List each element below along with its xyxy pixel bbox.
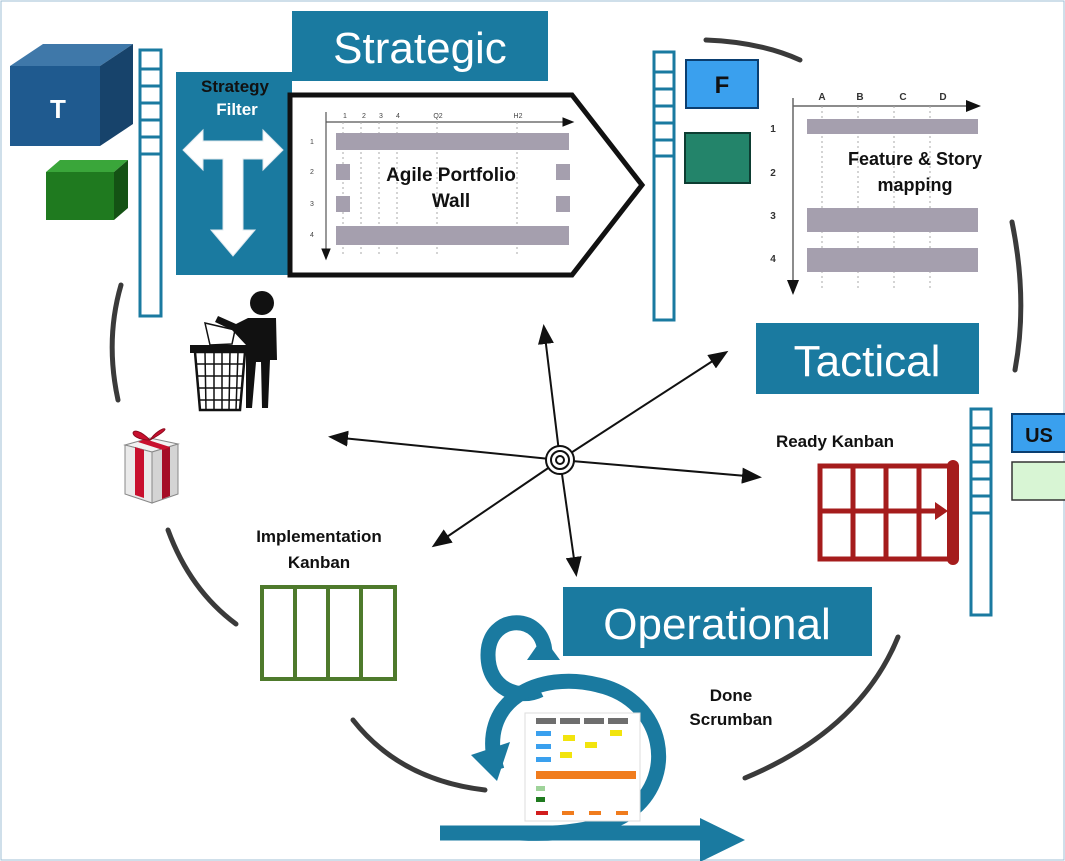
story-backlog-column [969, 407, 993, 617]
map-col-label: C [899, 92, 906, 103]
user-story-box [1011, 413, 1065, 453]
box-t-label: T [50, 94, 66, 124]
wall-row-label: 3 [310, 201, 314, 208]
map-col-label: A [818, 92, 825, 103]
story-map: A B C D 1 2 3 4 Feature & Story mapping [770, 92, 982, 295]
wall-row-label: 4 [310, 232, 314, 239]
strategic-label: Strategic [333, 24, 507, 73]
portfolio-wall-title: Agile Portfolio [386, 165, 516, 186]
implementation-kanban-title: Implementation [256, 527, 382, 546]
theme-cube: T [10, 44, 133, 146]
hub-inner-ring [555, 455, 565, 465]
trash-icon [190, 321, 250, 412]
arc-left-lower [165, 527, 239, 627]
wall-col-label: H2 [514, 113, 523, 120]
strategy-filter-subtitle: Filter [216, 100, 258, 119]
wall-col-label: 2 [362, 113, 366, 120]
feature-story-title: Feature & Story [848, 149, 982, 169]
done-scrumban-subtitle: Scrumban [689, 710, 772, 729]
wall-row-label: 2 [310, 169, 314, 176]
wall-col-label: 4 [396, 113, 400, 120]
agile-portfolio-wall: 1 2 3 4 Q2 H2 1 2 3 4 Agile Portfolio Wa… [287, 92, 646, 278]
wall-col-label: 3 [379, 113, 383, 120]
feature-story-subtitle: mapping [878, 175, 953, 195]
map-col-label: B [856, 92, 863, 103]
map-row-label: 2 [770, 168, 776, 179]
feature-box [685, 59, 759, 109]
arc-top-right [703, 37, 803, 63]
tactical-banner [756, 323, 979, 394]
arc-right [1009, 219, 1024, 373]
operational-banner [563, 587, 872, 656]
hub-middle-ring [550, 450, 570, 470]
ready-kanban-board [817, 460, 959, 565]
user-story-green-box [1011, 461, 1065, 501]
implementation-kanban-board [260, 585, 397, 681]
done-scrumban-title: Done [710, 686, 753, 705]
scrum-cycle-icon [440, 615, 745, 861]
tactical-label: Tactical [794, 337, 941, 386]
filter-t-arrow-icon [182, 128, 284, 257]
wall-col-label: 1 [343, 113, 347, 120]
map-row-label: 1 [770, 124, 776, 135]
implementation-kanban-subtitle: Kanban [288, 553, 350, 572]
central-hub [328, 324, 762, 577]
operational-label: Operational [603, 600, 830, 649]
box-us-label: US [1025, 425, 1053, 447]
wall-row-label: 1 [310, 139, 314, 146]
strategic-banner [292, 11, 548, 81]
gift-icon [123, 428, 180, 504]
person-icon [215, 291, 277, 408]
strategy-filter-title: Strategy [201, 77, 270, 96]
map-col-label: D [939, 92, 946, 103]
map-row-label: 4 [770, 254, 776, 265]
ready-kanban-label: Ready Kanban [776, 432, 894, 451]
strategic-backlog-column [138, 48, 163, 318]
map-row-label: 3 [770, 211, 776, 222]
wall-col-label: Q2 [433, 113, 442, 120]
box-f-label: F [715, 72, 730, 99]
portfolio-wall-subtitle: Wall [432, 191, 470, 212]
feature-green-box [684, 132, 751, 184]
arc-bottom-left [350, 717, 488, 793]
arc-bottom-right [742, 634, 901, 781]
feature-backlog-column [652, 50, 676, 322]
arc-left-upper [109, 282, 124, 403]
cycle-arcs [109, 37, 1024, 793]
green-cube [46, 160, 128, 220]
scrumban-board-thumbnail [524, 712, 641, 822]
